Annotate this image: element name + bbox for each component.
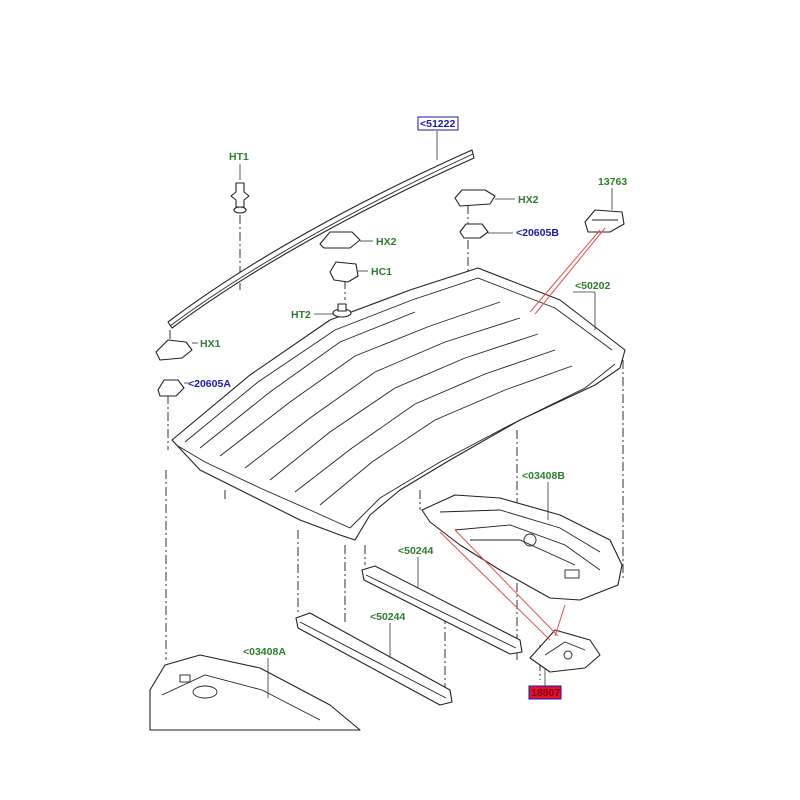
bracket-18807 <box>529 629 601 673</box>
label-03408a[interactable]: <03408A <box>243 646 286 658</box>
label-50202[interactable]: <50202 <box>575 280 610 292</box>
label-hx2-left[interactable]: HX2 <box>376 236 397 248</box>
ref-box-51222 <box>417 116 459 131</box>
label-hx2-right[interactable]: HX2 <box>518 194 539 206</box>
label-51222[interactable]: <51222 <box>420 118 455 130</box>
roof-panel-50202 <box>171 267 626 541</box>
roof-bow-50244-upper <box>361 565 523 655</box>
label-50244-upper[interactable]: <50244 <box>398 545 433 557</box>
front-header-03408b <box>421 494 623 601</box>
fasteners <box>155 182 496 397</box>
label-20605b[interactable]: <20605B <box>516 227 559 239</box>
label-50244-lower[interactable]: <50244 <box>370 611 405 623</box>
label-hx1[interactable]: HX1 <box>200 338 221 350</box>
label-18807[interactable]: 18807 <box>531 687 560 699</box>
bracket-13763 <box>584 209 625 233</box>
label-20605a[interactable]: <20605A <box>188 378 231 390</box>
label-ht2[interactable]: HT2 <box>291 309 311 321</box>
callout-lines <box>439 227 606 641</box>
highlight-box-18807 <box>528 685 562 700</box>
roof-bow-50244-lower <box>295 612 453 706</box>
roof-rail-51222 <box>167 149 475 329</box>
label-13763[interactable]: 13763 <box>598 176 627 188</box>
leader-lines <box>184 131 613 698</box>
label-hc1[interactable]: HC1 <box>371 266 392 278</box>
rear-header-03408a <box>149 654 361 731</box>
label-ht1[interactable]: HT1 <box>229 151 249 163</box>
label-03408b[interactable]: <03408B <box>522 470 565 482</box>
